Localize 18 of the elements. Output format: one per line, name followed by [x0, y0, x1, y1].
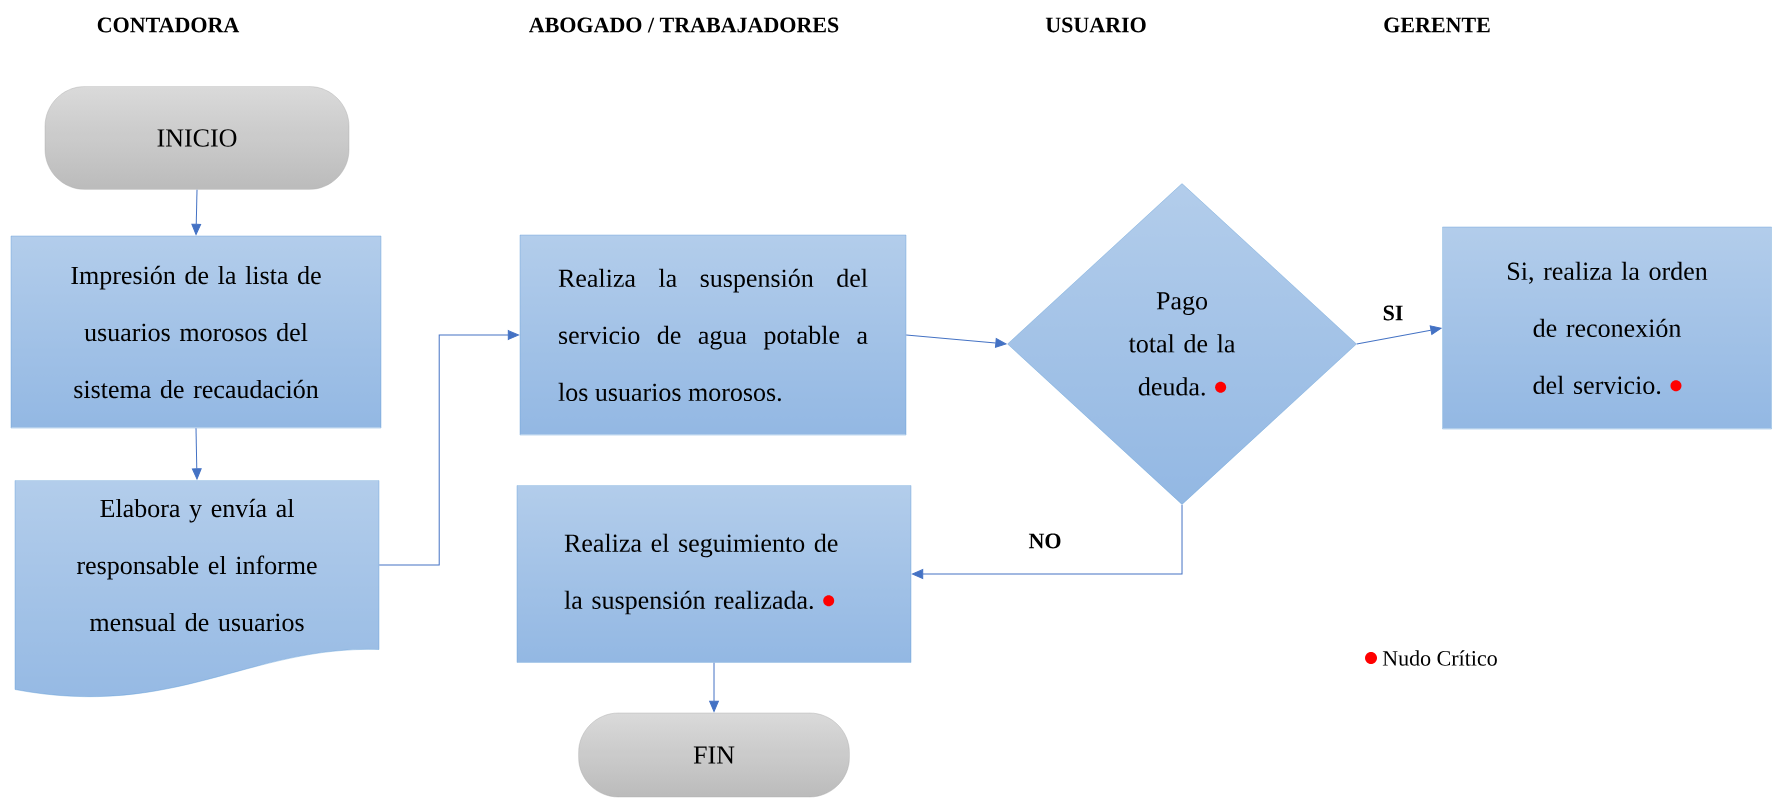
column-header: USUARIO — [1045, 17, 1146, 33]
process-box: Si, realiza la orden de reconexión del servicio. — [1442, 226, 1772, 430]
arrow — [709, 662, 719, 712]
arrow — [1356, 325, 1442, 345]
arrow — [191, 189, 202, 235]
arrow — [378, 330, 519, 566]
process-box: Realiza el seguimiento de la suspensión realizada. — [516, 485, 912, 663]
edge-label: NO — [1028, 533, 1061, 549]
column-header: ABOGADO / TRABAJADORES — [529, 17, 839, 33]
arrow — [912, 504, 1183, 579]
legend-text: Nudo Crítico — [1382, 650, 1497, 666]
process-box: Realiza la suspensión del servicio de agua potable a los usuarios morosos. — [519, 234, 907, 436]
column-header: GERENTE — [1384, 17, 1490, 33]
edge-label: SI — [1383, 305, 1403, 321]
process-box: Impresión de la lista de usuarios morosos del sistema de recaudación — [10, 235, 382, 429]
arrow — [905, 334, 1007, 348]
column-header: CONTADORA — [97, 17, 240, 33]
arrow — [191, 427, 202, 480]
